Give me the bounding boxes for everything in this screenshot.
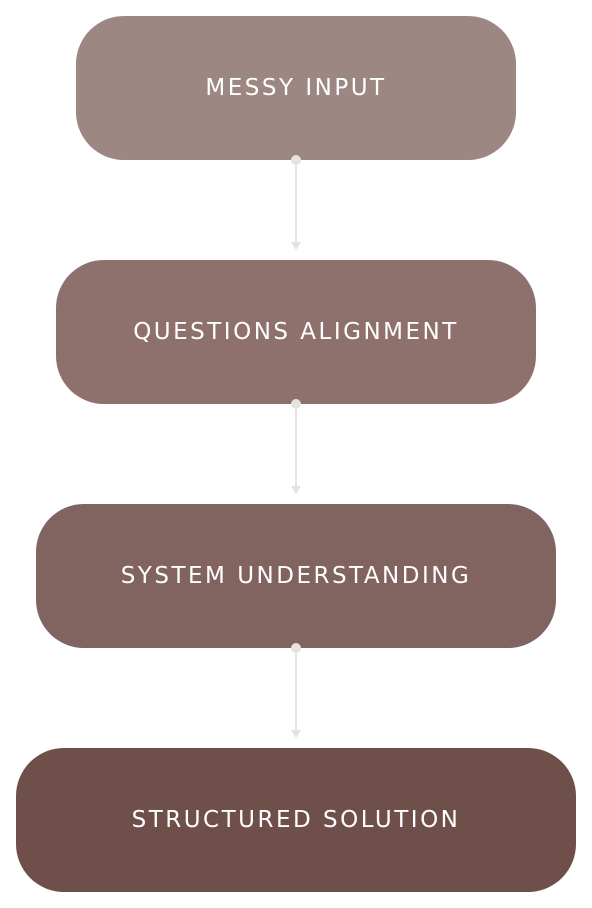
step-questions-alignment: QUESTIONS ALIGNMENT bbox=[56, 260, 536, 404]
step-label: SYSTEM UNDERSTANDING bbox=[120, 563, 472, 589]
step-system-understanding: SYSTEM UNDERSTANDING bbox=[36, 504, 556, 648]
connector-line bbox=[295, 648, 297, 730]
step-label: MESSY INPUT bbox=[205, 75, 387, 101]
step-structured-solution: STRUCTURED SOLUTION bbox=[16, 748, 576, 892]
step-label: STRUCTURED SOLUTION bbox=[131, 807, 461, 833]
connector-line bbox=[295, 160, 297, 242]
step-label: QUESTIONS ALIGNMENT bbox=[133, 319, 459, 345]
connector-line bbox=[295, 404, 297, 486]
arrow-down-icon bbox=[291, 486, 301, 494]
arrow-down-icon bbox=[291, 730, 301, 738]
step-messy-input: MESSY INPUT bbox=[76, 16, 516, 160]
arrow-down-icon bbox=[291, 242, 301, 250]
